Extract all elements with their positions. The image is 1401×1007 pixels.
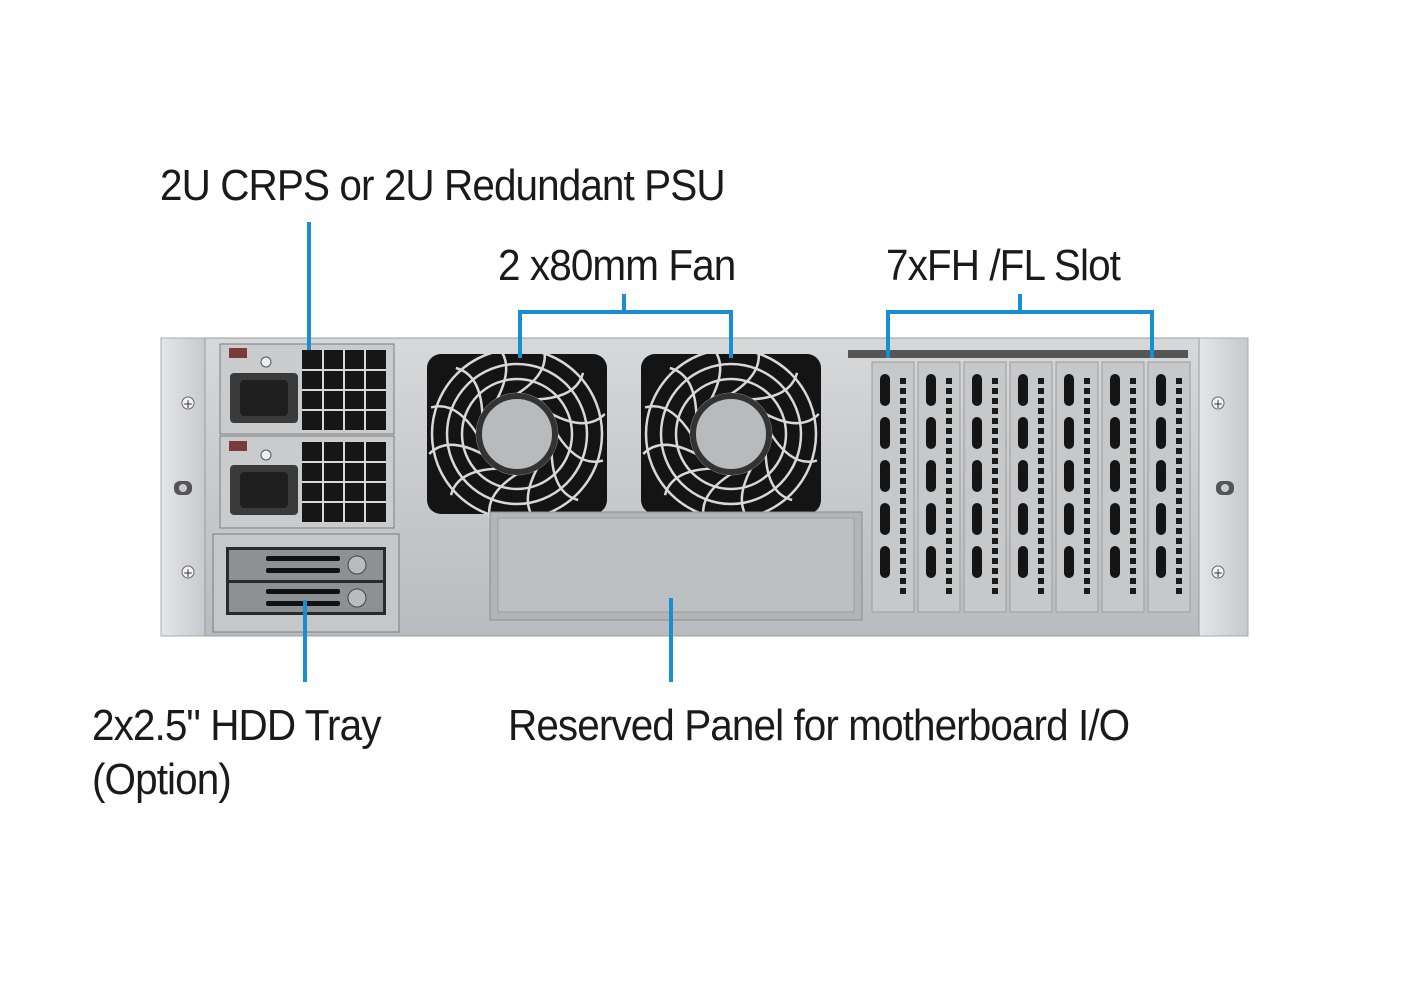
callout-fan-label: 2 x80mm Fan xyxy=(498,241,736,290)
svg-text:+: + xyxy=(1213,397,1223,411)
callout-slot-label: 7xFH /FL Slot xyxy=(886,241,1121,290)
svg-text:+: + xyxy=(183,566,193,580)
rack-ear-left: + + xyxy=(160,337,208,637)
svg-text:+: + xyxy=(183,397,193,411)
expansion-slots xyxy=(848,350,1191,613)
svg-text:+: + xyxy=(1213,566,1223,580)
expansion-slot-cover xyxy=(871,361,915,613)
hdd-tray-1 xyxy=(229,550,383,580)
psu-module-1 xyxy=(219,343,395,435)
expansion-slot-cover xyxy=(963,361,1007,613)
callout-io-label: Reserved Panel for motherboard I/O xyxy=(508,701,1130,750)
rack-ear-right: + + xyxy=(1197,337,1249,637)
callout-hdd-label-line2: (Option) xyxy=(92,755,232,804)
psu-module-2 xyxy=(219,435,395,529)
expansion-slot-cover xyxy=(1147,361,1191,613)
callout-hdd-label-line1: 2x2.5" HDD Tray xyxy=(92,701,381,750)
callout-leaders xyxy=(303,222,1154,682)
fan-2 xyxy=(641,345,821,523)
expansion-slot-cover xyxy=(1009,361,1053,613)
expansion-slot-cover xyxy=(917,361,961,613)
expansion-slot-cover xyxy=(1101,361,1145,613)
fan-1 xyxy=(427,345,607,523)
expansion-slot-cover xyxy=(1055,361,1099,613)
callout-psu-label: 2U CRPS or 2U Redundant PSU xyxy=(160,161,726,210)
reserved-io-panel xyxy=(489,511,863,621)
